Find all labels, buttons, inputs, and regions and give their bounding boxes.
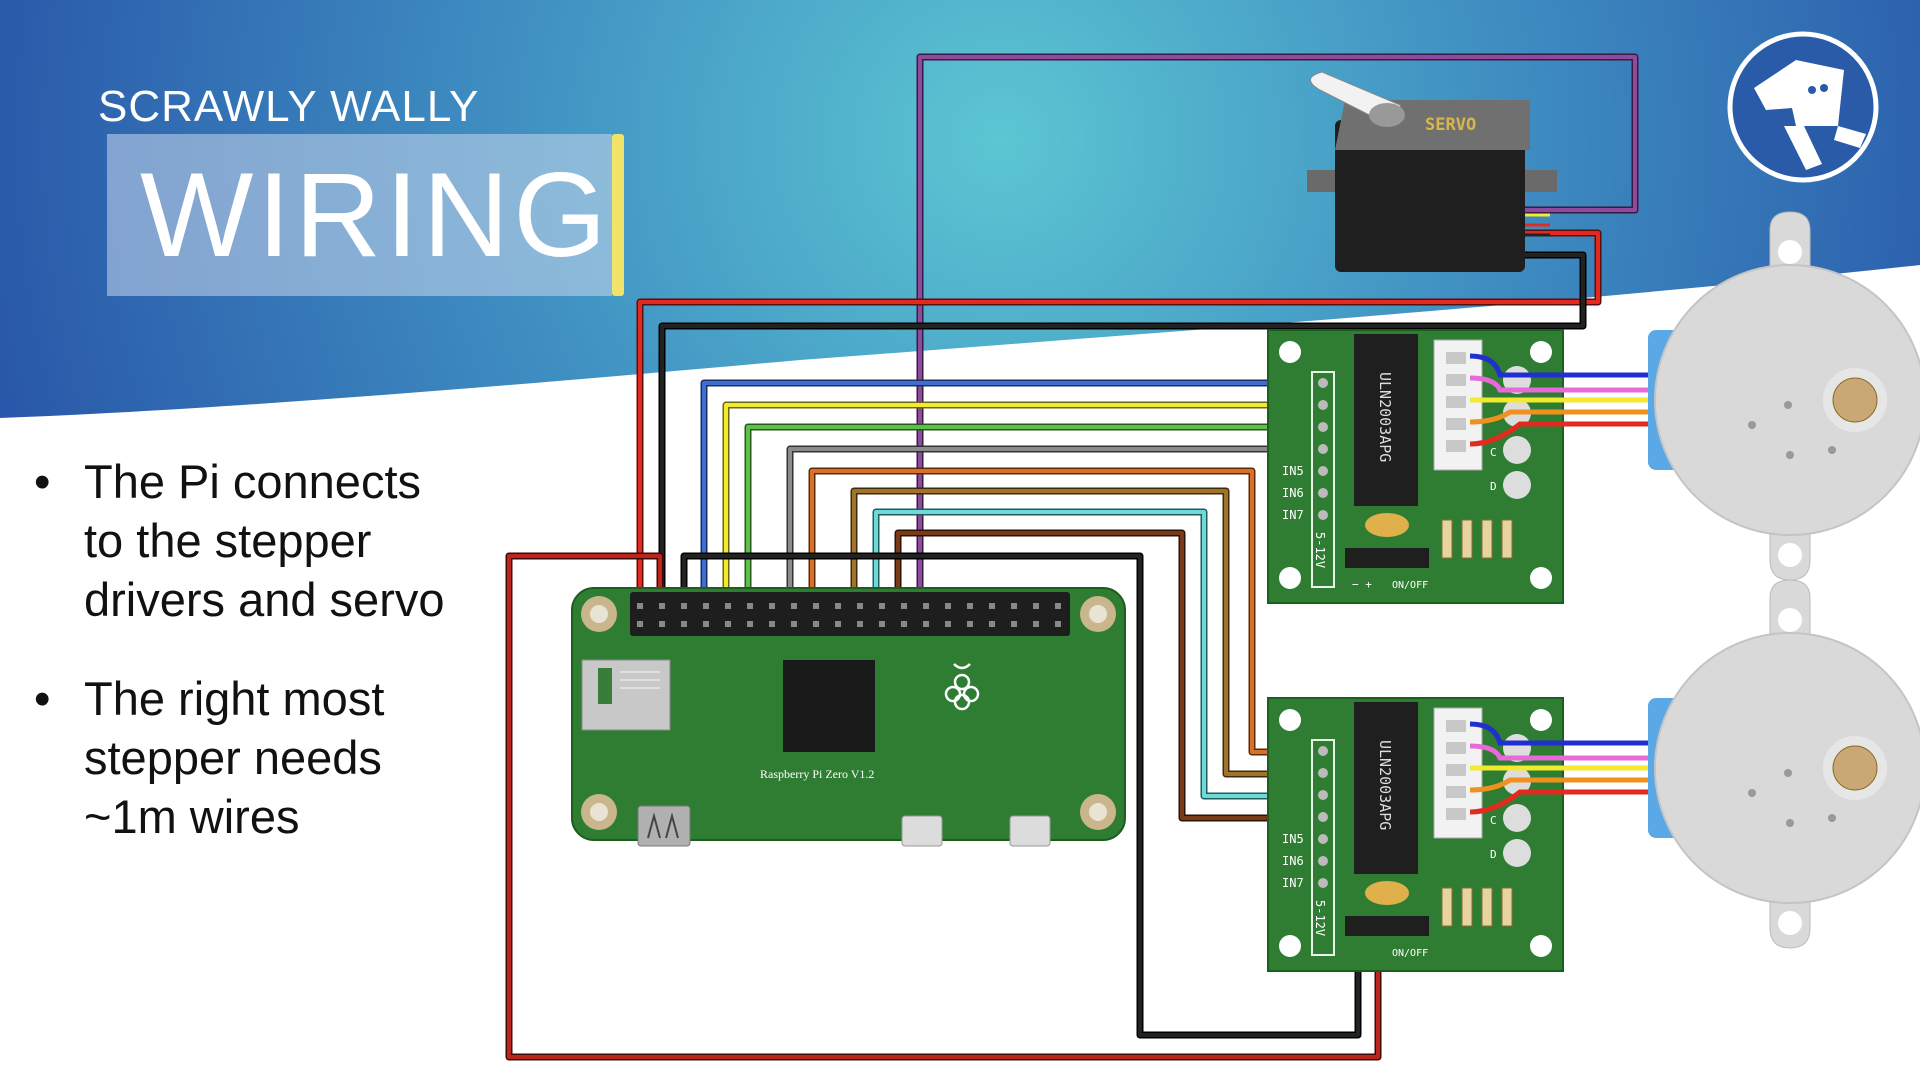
bullet-text: The Pi connects to the stepper drivers a… [84,455,445,626]
led-letter: C [1490,446,1497,459]
driver-pin-label: IN5 [1282,832,1304,846]
driver-pin-label: IN7 [1282,508,1304,522]
bullet-item: • The right most stepper needs ~1m wires [34,669,454,846]
driver-switch-label: ON/OFF [1392,948,1428,959]
stepper-driver-top: IN5 IN6 IN7 5-12V ULN2003APG C D − + ON/… [1267,329,1564,604]
slide-subtitle: SCRAWLY WALLY [98,82,480,131]
bullet-item: • The Pi connects to the stepper drivers … [34,452,454,629]
slide-title: WIRING [140,148,611,282]
bullet-list: • The Pi connects to the stepper drivers … [34,452,454,886]
pi-board-label: Raspberry Pi Zero V1.2 [760,767,874,781]
stepper-motor-bottom [1648,579,1920,949]
driver-pin-label: IN7 [1282,876,1304,890]
servo-motor: SERVO [1307,71,1557,272]
title-accent-bar [612,134,624,296]
driver-voltage-label: 5-12V [1313,900,1327,936]
stepper-driver-bottom: IN5 IN6 IN7 5-12V ULN2003APG C D ON/OFF [1267,697,1564,972]
driver-chip-label: ULN2003APG [1376,740,1394,830]
led-letter: D [1490,480,1497,493]
driver-pin-label: IN6 [1282,486,1304,500]
bullet-marker: • [34,455,51,508]
driver-chip-label: ULN2003APG [1376,372,1394,462]
title-box [107,134,612,296]
driver-polarity-label: − + [1352,578,1372,591]
wires [505,53,1639,1061]
raspberry-logo-icon [944,663,980,711]
driver-voltage-label: 5-12V [1313,532,1327,568]
driver-switch-label: ON/OFF [1392,580,1428,591]
raspberry-pi-board: Raspberry Pi Zero V1.2 [571,587,1126,847]
led-letter: C [1490,814,1497,827]
stepper-motor-top [1648,211,1920,581]
driver-pin-label: IN5 [1282,464,1304,478]
bullet-text: The right most stepper needs ~1m wires [84,672,385,843]
led-letter: D [1490,848,1497,861]
servo-label: SERVO [1425,115,1476,135]
driver-pin-label: IN6 [1282,854,1304,868]
scrawly-wally-logo-icon [1727,31,1879,183]
bullet-marker: • [34,672,51,725]
motor-wire-bundles [1469,353,1650,815]
